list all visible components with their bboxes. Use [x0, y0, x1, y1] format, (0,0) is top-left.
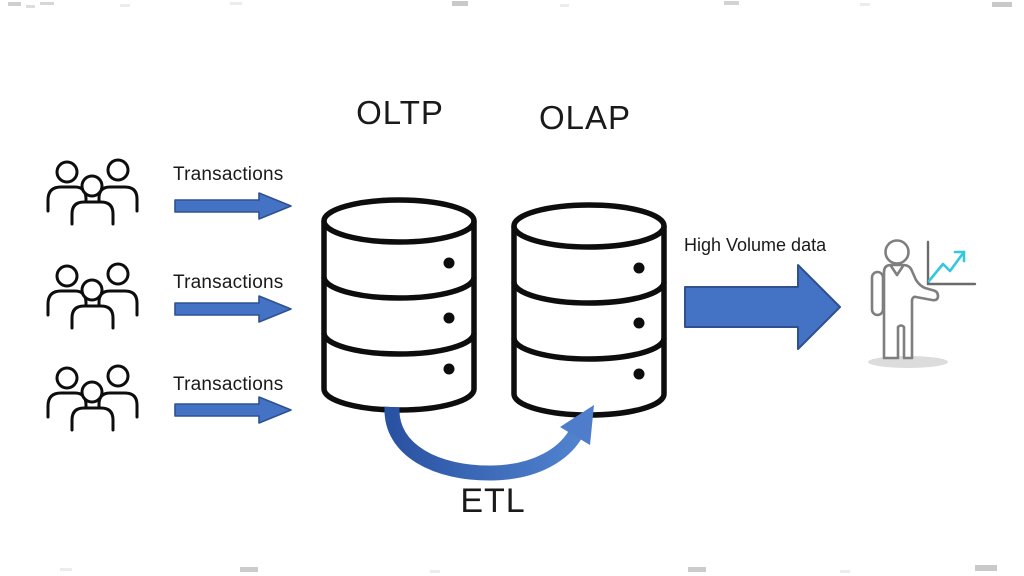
oltp-label: OLTP	[356, 94, 444, 131]
oltp-database-icon	[321, 197, 477, 413]
analyst-presenting-icon	[868, 239, 977, 368]
transactions-label: Transactions	[173, 272, 284, 293]
olap-database-icon	[511, 202, 667, 418]
line-chart-up-icon	[926, 240, 977, 286]
transactions-arrow-icon	[174, 295, 292, 323]
user-group-icon	[46, 364, 139, 432]
olap-label: OLAP	[538, 99, 632, 136]
etl-label: ETL	[460, 482, 526, 520]
transactions-arrow-icon	[174, 396, 292, 424]
transactions-label: Transactions	[173, 164, 284, 185]
user-group-icon	[46, 158, 139, 226]
high-volume-data-label: High Volume data	[684, 235, 827, 255]
high-volume-arrow-icon	[684, 264, 841, 350]
transactions-arrow-icon	[174, 192, 292, 220]
transactions-label: Transactions	[173, 374, 284, 395]
user-group-icon	[46, 262, 139, 330]
etl-curved-arrow-icon	[384, 405, 594, 481]
